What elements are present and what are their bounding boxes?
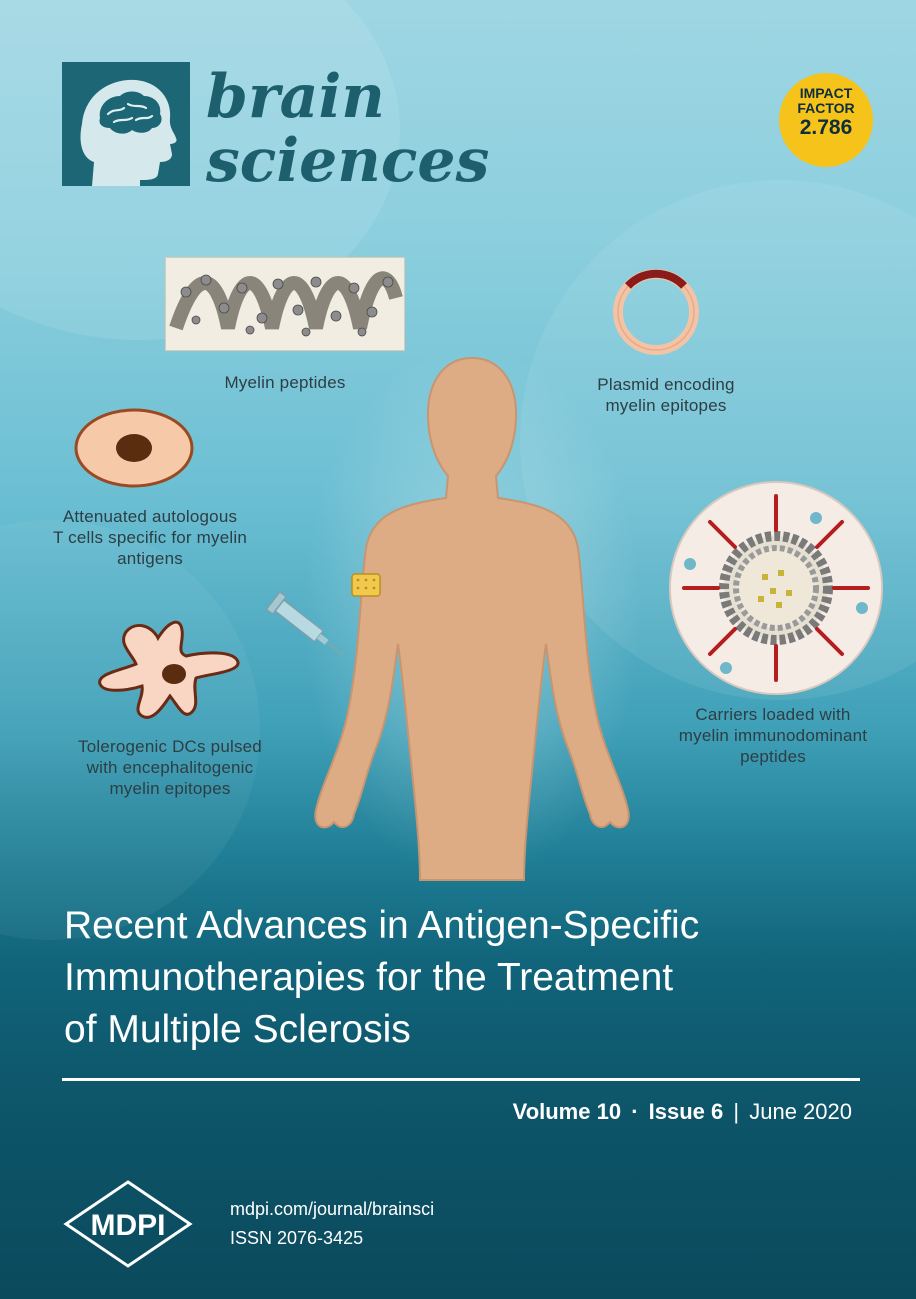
impact-factor-value: 2.786 bbox=[799, 116, 853, 139]
myelin-peptides-image bbox=[165, 257, 405, 351]
impact-factor-badge: IMPACT FACTOR 2.786 bbox=[779, 73, 873, 167]
article-title-line3: of Multiple Sclerosis bbox=[64, 1008, 411, 1051]
issue-date: June 2020 bbox=[749, 1099, 852, 1124]
human-body-illustration bbox=[302, 352, 642, 882]
journal-logo bbox=[62, 62, 190, 186]
article-title-line2: Immunotherapies for the Treatment bbox=[64, 956, 674, 999]
label-t-cells-line2: T cells specific for myelin bbox=[52, 528, 248, 547]
dendritic-cell-icon bbox=[98, 620, 240, 719]
impact-label-line2: FACTOR bbox=[797, 100, 855, 116]
impact-label-line1: IMPACT bbox=[799, 85, 853, 101]
mdpi-logo-text: MDPI bbox=[91, 1209, 166, 1242]
issue-info: Volume 10 · Issue 6 | June 2020 bbox=[440, 1097, 852, 1127]
label-carriers: Carriers loaded with myelin immunodomina… bbox=[656, 704, 890, 767]
label-plasmid-line2: myelin epitopes bbox=[605, 396, 727, 415]
label-myelin-peptides: Myelin peptides bbox=[224, 373, 346, 392]
journal-title-line2: sciences bbox=[206, 126, 490, 196]
label-carriers-line2: myelin immunodominant bbox=[678, 726, 868, 745]
t-cell-icon bbox=[74, 408, 194, 488]
issue-bar-separator: | bbox=[733, 1099, 740, 1124]
journal-url: mdpi.com/journal/brainsci bbox=[230, 1199, 435, 1219]
issue-label: Issue 6 bbox=[648, 1099, 724, 1124]
title-divider bbox=[62, 1078, 860, 1081]
label-carriers-line3: peptides bbox=[740, 747, 806, 766]
volume-label: Volume 10 bbox=[512, 1099, 622, 1124]
label-carriers-line1: Carriers loaded with bbox=[695, 705, 851, 724]
label-t-cells-line1: Attenuated autologous bbox=[62, 507, 238, 526]
label-dendritic-cells-line2: with encephalitogenic bbox=[86, 758, 254, 777]
journal-issn: ISSN 2076-3425 bbox=[230, 1228, 364, 1248]
label-dendritic-cells: Tolerogenic DCs pulsed with encephalitog… bbox=[40, 736, 300, 799]
journal-title-line1: brain bbox=[206, 62, 385, 132]
issue-dot-separator: · bbox=[631, 1099, 639, 1124]
journal-title: brain sciences bbox=[206, 66, 489, 192]
label-dendritic-cells-line3: myelin epitopes bbox=[109, 779, 231, 798]
label-plasmid-line1: Plasmid encoding bbox=[597, 375, 735, 394]
label-t-cells: Attenuated autologous T cells specific f… bbox=[20, 506, 280, 569]
mdpi-logo: MDPI bbox=[63, 1180, 193, 1268]
label-dendritic-cells-line1: Tolerogenic DCs pulsed bbox=[78, 737, 262, 756]
article-title-line1: Recent Advances in Antigen-Specific bbox=[64, 904, 700, 947]
plasmid-icon bbox=[613, 269, 699, 355]
label-plasmid: Plasmid encoding myelin epitopes bbox=[566, 374, 766, 416]
article-title: Recent Advances in Antigen-Specific Immu… bbox=[64, 900, 864, 1056]
nanoparticle-carrier-icon bbox=[669, 481, 883, 695]
label-t-cells-line3: antigens bbox=[117, 549, 183, 568]
head-brain-icon bbox=[80, 79, 177, 186]
background-bubble bbox=[0, 520, 260, 940]
peptide-helix-icon bbox=[169, 271, 403, 337]
